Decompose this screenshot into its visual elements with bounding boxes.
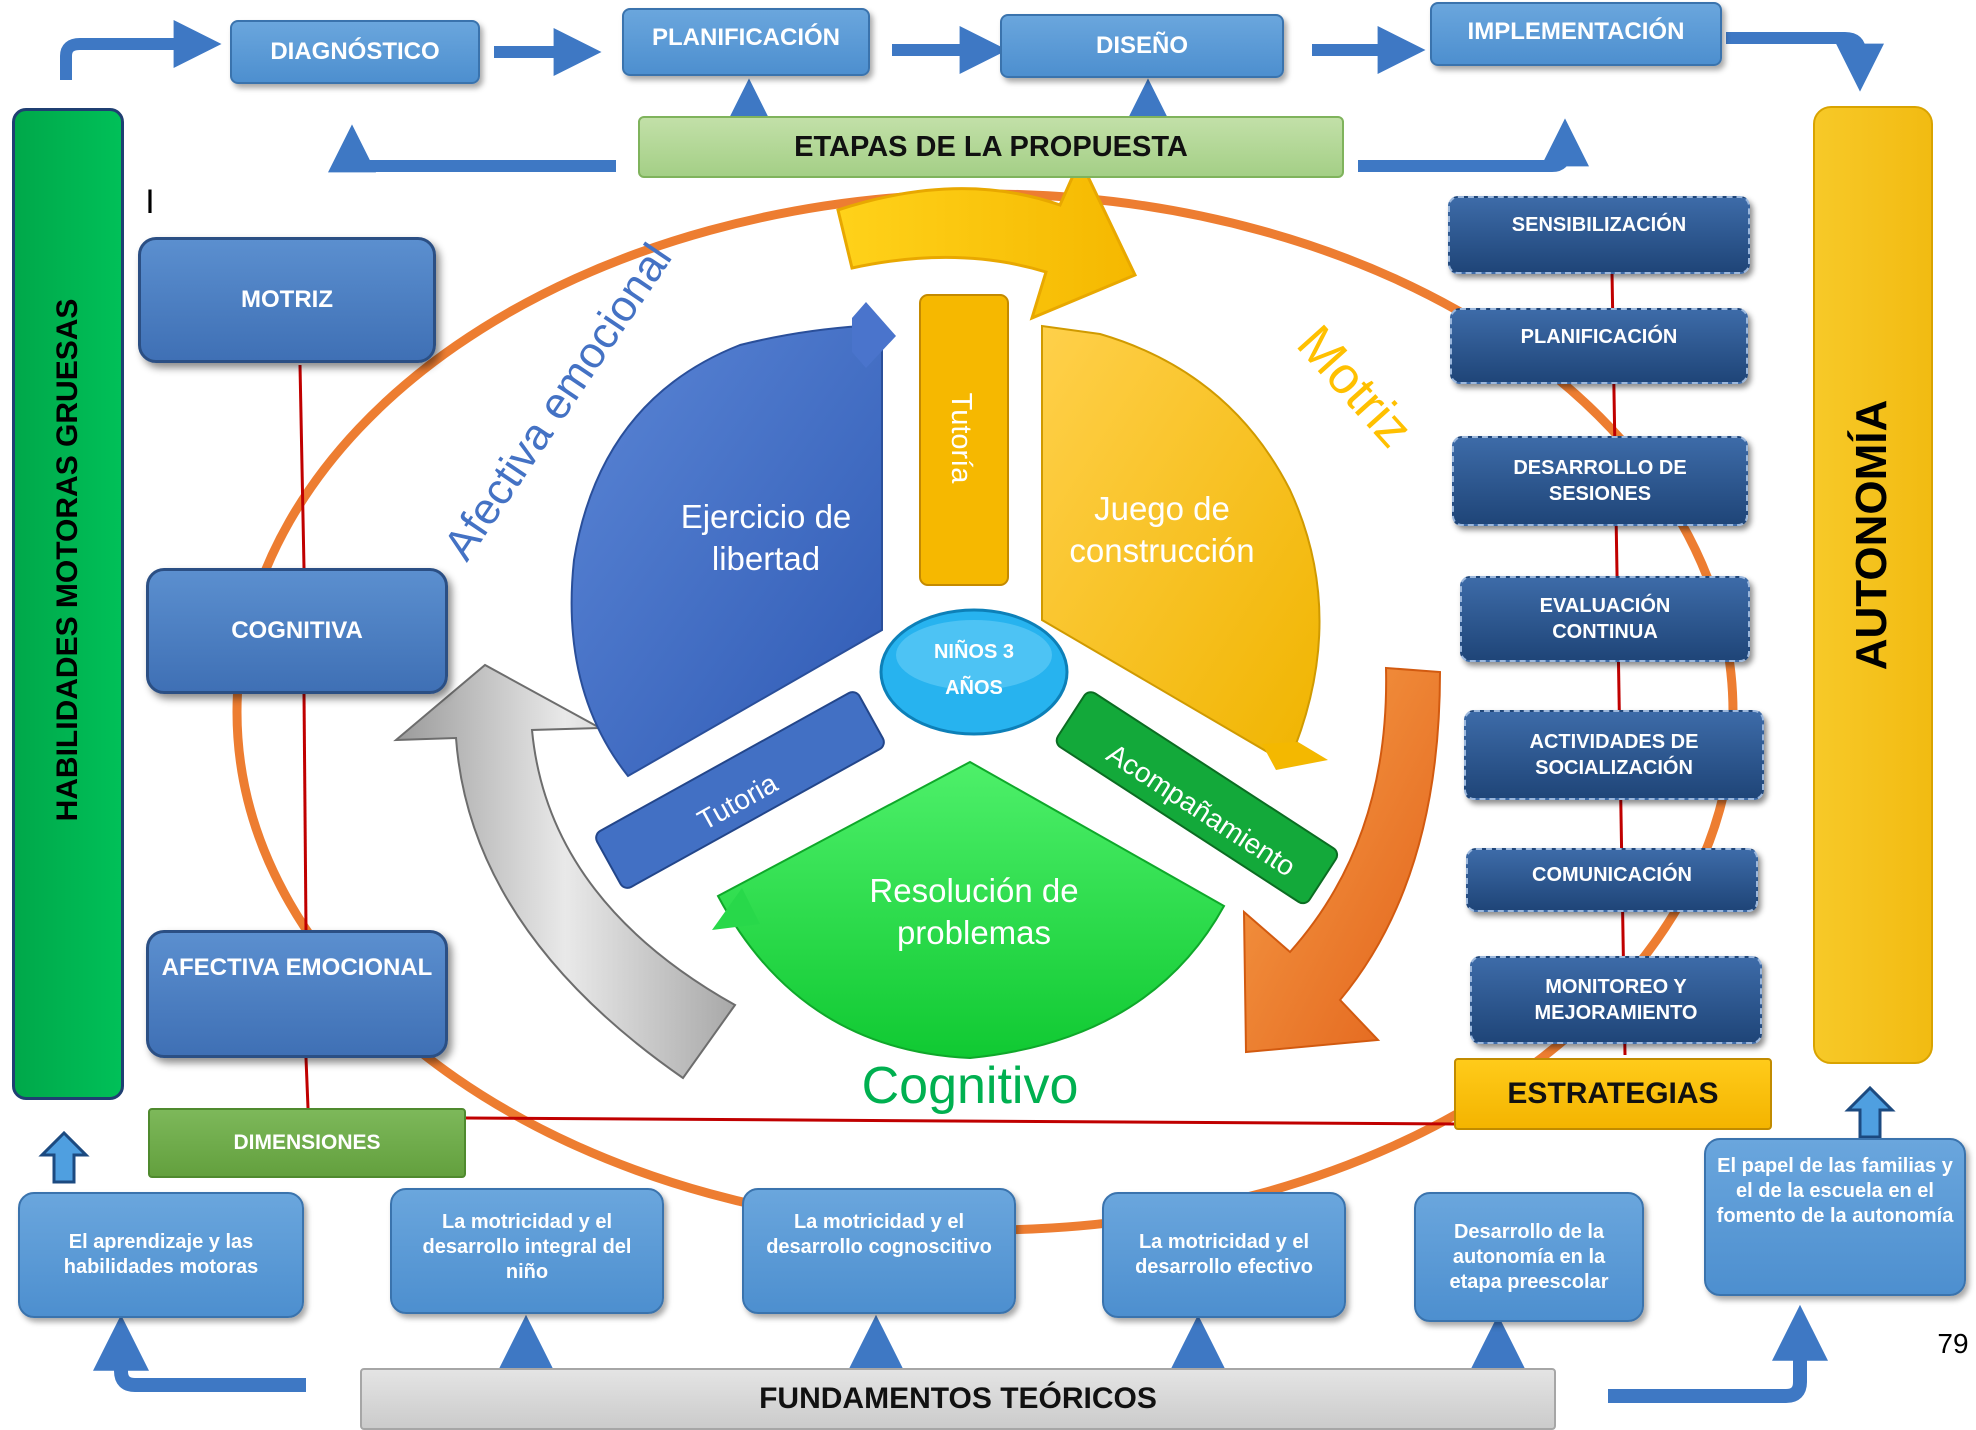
strategy-evaluacion: EVALUACIÓN CONTINUA xyxy=(1460,576,1750,662)
fundamento-autonomia-preescolar: Desarrollo de la autonomía en la etapa p… xyxy=(1414,1192,1644,1322)
motriz-curve-label: Motriz xyxy=(1286,315,1424,459)
dimensiones-label: DIMENSIONES xyxy=(148,1108,466,1178)
strategy-planificacion: PLANIFICACIÓN xyxy=(1450,308,1748,384)
gray-arrow xyxy=(393,663,737,1080)
fundamento-desarrollo-integral: La motricidad y el desarrollo integral d… xyxy=(390,1188,664,1314)
segment-green-label-line2: problemas xyxy=(897,914,1051,951)
stage-implementacion: IMPLEMENTACIÓN xyxy=(1430,2,1722,66)
bottom-flow-arrows xyxy=(93,1304,1828,1403)
stage-planificacion: PLANIFICACIÓN xyxy=(622,8,870,76)
left-bar-label: HABILIDADES MOTORAS GRUESAS xyxy=(51,298,84,822)
page-number: 79 xyxy=(1937,1328,1969,1359)
strategy-sensibilizacion: SENSIBILIZACIÓN xyxy=(1448,196,1750,274)
fundamento-cognoscitivo: La motricidad y el desarrollo cognosciti… xyxy=(742,1188,1016,1314)
stage-diagnostico: DIAGNÓSTICO xyxy=(230,20,480,84)
strategy-comunicacion: COMUNICACIÓN xyxy=(1466,848,1758,912)
spoke-top-label: Tutoría xyxy=(945,393,977,485)
gold-arrow xyxy=(836,156,1138,321)
segment-yellow-label-line1: Juego de xyxy=(1094,490,1230,527)
dimension-motriz: MOTRIZ xyxy=(138,237,436,363)
segment-blue-arrowhead xyxy=(852,302,896,368)
segment-yellow xyxy=(1041,324,1321,766)
segment-yellow-label-line2: construcción xyxy=(1069,532,1254,569)
orange-arrow xyxy=(1242,666,1442,1054)
dimension-cognitiva: COGNITIVA xyxy=(146,568,448,694)
hub-label-line2: AÑOS xyxy=(945,676,1003,699)
segment-blue-label-line2: libertad xyxy=(712,540,820,577)
fundamento-familias-escuela: El papel de las familias y el de la escu… xyxy=(1704,1138,1966,1296)
spoke-right xyxy=(1055,691,1339,905)
stage-diseno: DISEÑO xyxy=(1000,14,1284,78)
strategy-socializacion: ACTIVIDADES DE SOCIALIZACIÓN xyxy=(1464,710,1764,800)
segment-green-label-line1: Resolución de xyxy=(869,872,1078,909)
segment-green xyxy=(716,760,1226,1060)
strategy-desarrollo-sesiones: DESARROLLO DE SESIONES xyxy=(1452,436,1748,526)
hub-label-line1: NIÑOS 3 xyxy=(934,640,1014,663)
estrategias-label: ESTRATEGIAS xyxy=(1454,1058,1772,1130)
stray-character: I xyxy=(145,182,155,221)
spoke-top xyxy=(919,294,1009,586)
connector-lines xyxy=(298,271,1627,1126)
left-bar xyxy=(12,108,124,1100)
top-flow-arrows xyxy=(60,20,1884,173)
right-bar-label: AUTONOMÍA xyxy=(1847,399,1896,671)
fundamentos-label: FUNDAMENTOS TEÓRICOS xyxy=(360,1368,1556,1430)
up-arrow-left xyxy=(38,1130,90,1184)
fundamento-efectivo: La motricidad y el desarrollo efectivo xyxy=(1102,1192,1346,1318)
segment-yellow-arrowhead xyxy=(1262,742,1328,770)
spoke-left xyxy=(595,691,885,889)
right-bar xyxy=(1813,106,1933,1064)
fundamento-aprendizaje: El aprendizaje y las habilidades motoras xyxy=(18,1192,304,1318)
segment-blue-label-line1: Ejercicio de xyxy=(681,498,852,535)
segment-green-arrowhead xyxy=(712,888,760,930)
strategy-monitoreo: MONITOREO Y MEJORAMIENTO xyxy=(1470,956,1762,1044)
etapas-label: ETAPAS DE LA PROPUESTA xyxy=(638,116,1344,178)
cognitivo-curve-label: Cognitivo xyxy=(862,1057,1079,1115)
segment-blue xyxy=(570,324,883,778)
up-arrow-right xyxy=(1844,1085,1896,1139)
dimension-afectiva: AFECTIVA EMOCIONAL xyxy=(146,930,448,1058)
